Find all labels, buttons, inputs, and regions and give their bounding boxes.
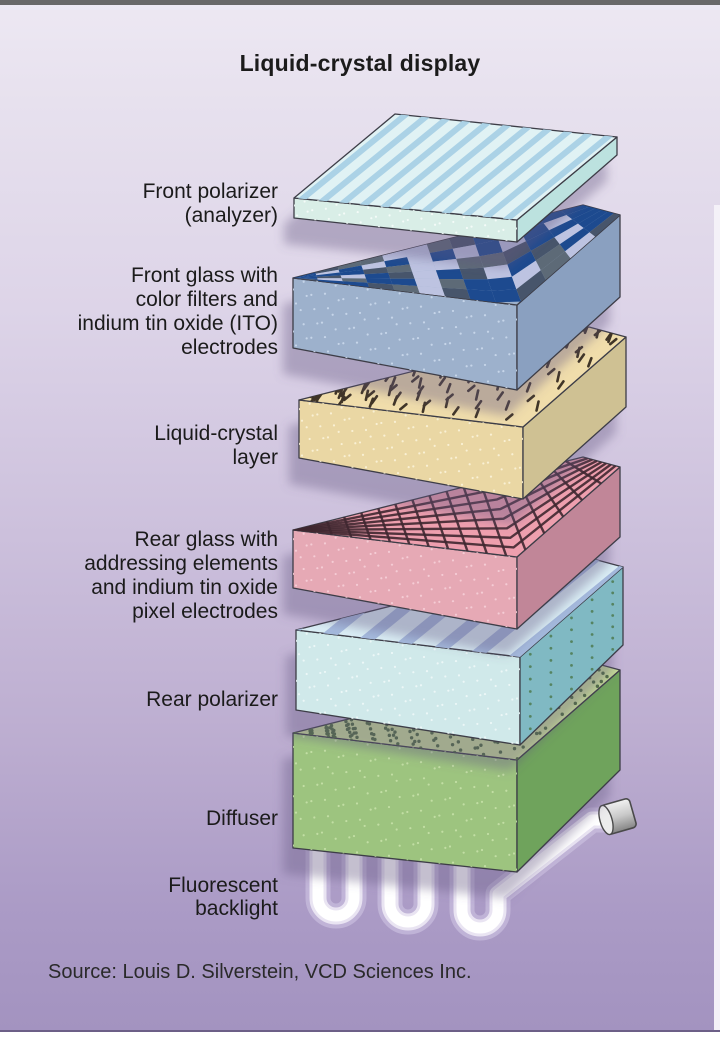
layer-label-liquid-crystal: Liquid-crystal layer <box>154 422 278 469</box>
backlight-connector <box>598 798 637 836</box>
layer-label-diffuser: Diffuser <box>206 807 278 830</box>
layer-front-glass <box>283 204 621 416</box>
layer-label-front-polarizer: Front polarizer (analyzer) <box>142 180 278 227</box>
layer-label-fluorescent-backlight: Fluorescent backlight <box>168 874 278 920</box>
top-border-bar <box>0 0 720 5</box>
layer-front-polarizer <box>284 113 618 268</box>
front-polarizer-pattern-diagonal-stripes <box>294 114 617 220</box>
layer-label-front-glass: Front glass with color filters and indiu… <box>77 264 278 359</box>
source-credit: Source: Louis D. Silverstein, VCD Scienc… <box>48 961 472 983</box>
page-title: Liquid-crystal display <box>239 50 481 76</box>
layer-rear-glass <box>283 456 621 655</box>
right-edge-strip <box>714 205 720 1030</box>
fluorescent-backlight-tube <box>305 798 637 941</box>
liquid-crystal-front-texture <box>299 400 523 499</box>
layer-label-rear-glass: Rear glass with addressing elements and … <box>84 528 278 623</box>
rear-polarizer-front-texture <box>296 630 520 745</box>
layer-label-rear-polarizer: Rear polarizer <box>146 688 278 711</box>
front-glass-front-texture <box>293 278 517 390</box>
